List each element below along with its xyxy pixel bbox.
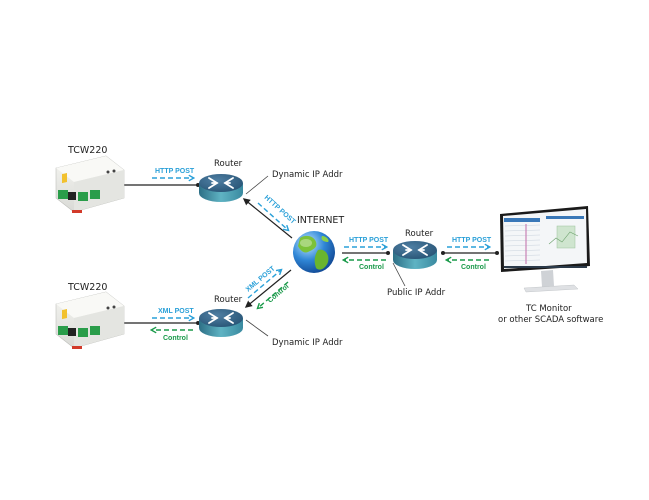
node-router-public: Router Public IP Addr (387, 229, 446, 298)
leader-router-bottom-note (245, 319, 269, 337)
label-http-post-monitor: HTTP POST (452, 237, 492, 244)
label-control-monitor: Control (461, 264, 486, 271)
monitor-label-line1: TC Monitor (525, 304, 572, 314)
leader-router-top-note (245, 175, 269, 195)
arrow-http-post-router-top (257, 202, 290, 232)
node-device-top: TCW220 (55, 145, 125, 214)
node-monitor: TC Monitor or other SCADA software (498, 206, 603, 325)
router-icon (392, 240, 438, 270)
label-control-internet: Control (359, 264, 384, 271)
label-http-post-internet: HTTP POST (349, 237, 389, 244)
arrow-xml-post-router-bottom (247, 268, 283, 299)
router-bottom-note: Dynamic IP Addr (272, 338, 343, 348)
link-router-bottom-internet (244, 269, 292, 308)
controller-module-icon (55, 291, 125, 350)
node-router-bottom: Router Dynamic IP Addr (198, 295, 343, 348)
router-top-label: Router (214, 159, 243, 169)
internet-label: INTERNET (297, 215, 344, 226)
router-icon (198, 308, 244, 338)
monitor-label-line2: or other SCADA software (498, 315, 603, 325)
label-xml-post-router-bottom: XML POST (245, 265, 277, 294)
leader-public-router-note (392, 262, 406, 287)
device-top-label: TCW220 (67, 145, 107, 156)
label-control-device-bottom: Control (163, 335, 188, 342)
router-icon (198, 173, 244, 203)
arrow-control-router-bottom (256, 281, 289, 310)
node-internet: INTERNET (293, 215, 344, 273)
router-top-note: Dynamic IP Addr (272, 170, 343, 180)
router-public-note: Public IP Addr (387, 288, 446, 298)
label-xml-post-device-bottom: XML POST (158, 308, 194, 315)
link-router-top-internet (242, 198, 293, 239)
controller-module-icon (55, 155, 125, 214)
router-public-label: Router (405, 229, 434, 239)
monitor-icon (500, 206, 590, 293)
label-http-post-device-top: HTTP POST (155, 168, 195, 175)
node-router-top: Router Dynamic IP Addr (198, 159, 343, 203)
device-bottom-label: TCW220 (67, 282, 107, 293)
label-http-post-router-top: HTTP POST (263, 194, 297, 226)
node-device-bottom: TCW220 (55, 282, 125, 350)
router-bottom-label: Router (214, 295, 243, 305)
globe-icon (293, 231, 335, 273)
